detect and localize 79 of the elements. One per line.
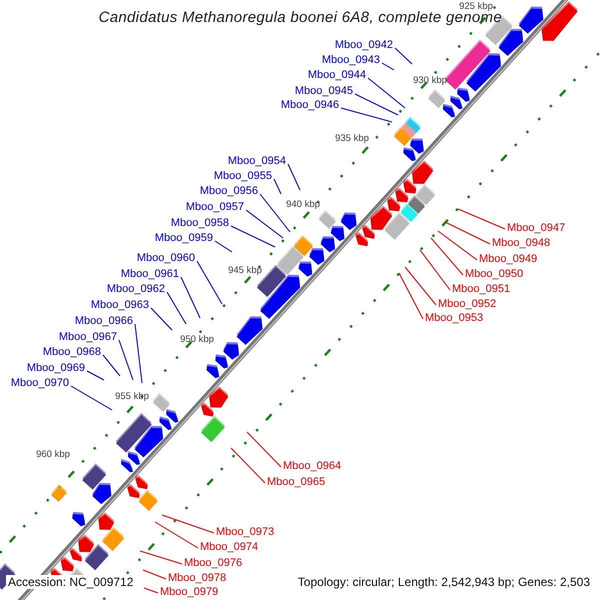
gene-label: Mboo_0969 <box>26 361 85 375</box>
gene-label: Mboo_0961 <box>120 267 179 281</box>
leader-line <box>430 238 464 276</box>
gene-label: Mboo_0947 <box>507 221 566 235</box>
leader-line <box>70 386 112 410</box>
scale-label: 950 kbp <box>180 334 214 345</box>
gene-label: Mboo_0959 <box>154 231 213 245</box>
leader-line <box>398 272 424 320</box>
scale-label: 955 kbp <box>115 391 149 402</box>
gene-label: Mboo_0968 <box>42 345 101 359</box>
gene-label: Mboo_0973 <box>216 525 274 539</box>
leader-line <box>246 210 284 238</box>
leader-line <box>420 250 450 290</box>
gene-label: Mboo_0966 <box>74 314 133 328</box>
leader-line <box>214 240 232 252</box>
leader-line <box>438 230 478 260</box>
gene-label: Mboo_0958 <box>170 216 229 230</box>
gene-label: Mboo_0957 <box>186 200 244 214</box>
leader-line <box>230 448 266 484</box>
leader-line <box>354 94 398 116</box>
gene-label: Mboo_0965 <box>267 475 326 489</box>
scale-label: 945 kbp <box>228 265 262 276</box>
leader-line <box>394 48 412 64</box>
gene-label: Mboo_0954 <box>228 154 286 168</box>
leader-line <box>150 308 172 330</box>
leader-line <box>86 370 104 380</box>
leader-line <box>260 194 290 232</box>
gene-label: Mboo_0962 <box>106 282 165 296</box>
gene-label: Mboo_0979 <box>160 585 218 599</box>
gene-label: Mboo_0963 <box>90 298 149 312</box>
footer-note: Accession: NC_009712 <box>6 575 136 589</box>
leader-line <box>368 78 406 108</box>
gene-label: Mboo_0960 <box>136 251 195 265</box>
leader-line <box>246 432 282 468</box>
leader-line <box>230 226 276 248</box>
leader-line <box>144 588 158 594</box>
leader-line <box>166 292 186 324</box>
gene-label: Mboo_0942 <box>334 38 393 52</box>
leader-line <box>404 266 436 306</box>
leader-line <box>444 222 490 244</box>
leader-line <box>140 550 182 564</box>
footer-note: Topology: circular; Length: 2,542,943 bp; Genes: 2,503 <box>296 575 592 589</box>
scale-label: 935 kbp <box>335 133 369 144</box>
scale-label: 925 kbp <box>459 1 493 12</box>
leader-line <box>288 164 300 190</box>
leader-line <box>274 178 282 194</box>
leader-line <box>154 522 198 548</box>
leader-line <box>134 324 142 384</box>
gene-label: Mboo_0976 <box>184 556 242 570</box>
gene-label: Mboo_0978 <box>168 571 226 585</box>
gene-label: Mboo_0951 <box>452 282 510 296</box>
gene-label: Mboo_0946 <box>280 98 339 112</box>
leader-line <box>118 340 134 380</box>
gene-label: Mboo_0955 <box>214 169 272 183</box>
gene-label: Mboo_0948 <box>492 236 550 250</box>
gene-label: Mboo_0964 <box>283 459 342 473</box>
leader-line <box>458 208 506 230</box>
scale-label: 940 kbp <box>286 199 320 210</box>
gene-label: Mboo_0953 <box>425 311 484 325</box>
scale-label: 930 kbp <box>413 75 447 86</box>
gene-label: Mboo_0944 <box>308 68 366 82</box>
gene-label: Mboo_0956 <box>200 184 258 198</box>
scale-label: 960 kbp <box>36 449 70 460</box>
gene-label: Mboo_0950 <box>465 267 524 281</box>
gene-label: Mboo_0952 <box>438 297 496 311</box>
gene-label: Mboo_0970 <box>10 376 69 390</box>
gene-label: Mboo_0943 <box>322 53 380 67</box>
leader-line <box>142 570 166 580</box>
leader-line <box>340 108 392 122</box>
leader-line <box>102 354 120 376</box>
leader-line <box>180 276 200 318</box>
gene-label: Mboo_0945 <box>294 84 353 98</box>
gene-label: Mboo_0949 <box>479 252 538 266</box>
gene-label: Mboo_0974 <box>200 540 258 554</box>
diagram-title: Candidatus Methanoregula boonei 6A8, complete genome <box>98 9 502 26</box>
leader-line <box>382 62 394 70</box>
leader-line <box>196 260 222 304</box>
gene-label: Mboo_0967 <box>58 330 117 344</box>
leader-line <box>162 514 214 534</box>
